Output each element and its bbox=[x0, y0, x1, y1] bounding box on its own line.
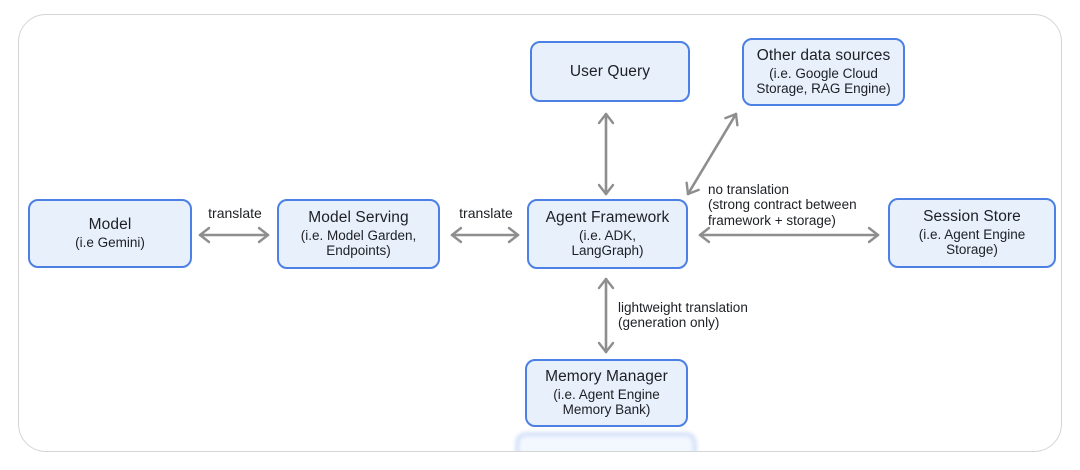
node-agent-framework-title: Agent Framework bbox=[545, 209, 670, 227]
node-user-query: User Query bbox=[530, 41, 690, 102]
node-other-data-sources-subtitle: (i.e. Google Cloud Storage, RAG Engine) bbox=[756, 66, 891, 97]
node-memory-manager: Memory Manager (i.e. Agent Engine Memory… bbox=[525, 359, 688, 427]
label-translate-left: translate bbox=[208, 205, 262, 221]
node-memory-manager-title: Memory Manager bbox=[545, 368, 668, 386]
node-model: Model (i.e Gemini) bbox=[28, 199, 192, 268]
node-model-serving: Model Serving (i.e. Model Garden, Endpoi… bbox=[277, 199, 440, 269]
node-user-query-title: User Query bbox=[569, 62, 651, 80]
node-session-store-title: Session Store bbox=[923, 208, 1021, 226]
node-agent-framework-subtitle: (i.e. ADK, LangGraph) bbox=[571, 228, 644, 259]
node-model-serving-subtitle: (i.e. Model Garden, Endpoints) bbox=[300, 228, 417, 259]
node-agent-framework: Agent Framework (i.e. ADK, LangGraph) bbox=[527, 199, 688, 269]
label-translate-right: translate bbox=[459, 205, 513, 221]
label-lightweight-translation: lightweight translation (generation only… bbox=[618, 300, 748, 331]
node-session-store-subtitle: (i.e. Agent Engine Storage) bbox=[918, 227, 1026, 258]
node-session-store: Session Store (i.e. Agent Engine Storage… bbox=[888, 198, 1056, 268]
node-memory-manager-subtitle: (i.e. Agent Engine Memory Bank) bbox=[553, 387, 660, 418]
ghost-box-cutoff bbox=[516, 433, 696, 451]
node-model-serving-title: Model Serving bbox=[308, 209, 409, 227]
node-model-subtitle: (i.e Gemini) bbox=[75, 235, 145, 251]
node-other-data-sources: Other data sources (i.e. Google Cloud St… bbox=[742, 38, 905, 106]
node-model-title: Model bbox=[88, 216, 132, 234]
node-other-data-sources-title: Other data sources bbox=[756, 47, 891, 65]
label-no-translation: no translation (strong contract between … bbox=[708, 182, 857, 228]
